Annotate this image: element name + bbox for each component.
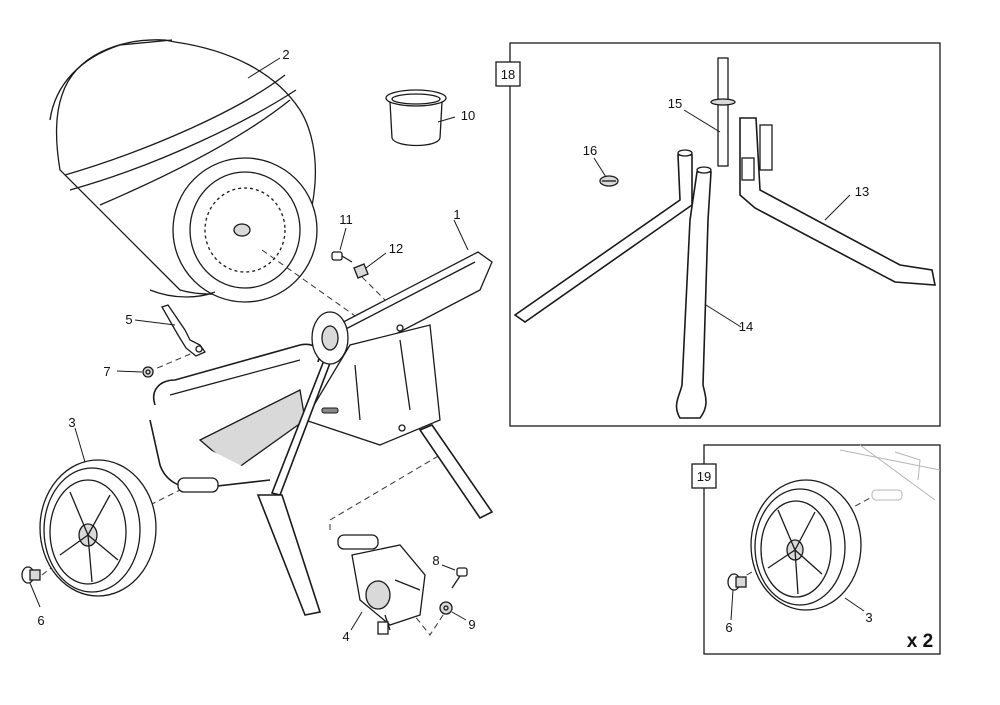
callout-12: 12 xyxy=(389,241,403,256)
bracket-part xyxy=(161,304,206,357)
callout-3-wheel-kit: 3 xyxy=(865,610,872,625)
stand-leg-center xyxy=(675,166,712,419)
callout-11: 11 xyxy=(339,212,353,227)
stand-kit-box xyxy=(509,42,941,427)
callout-6-wheel-kit: 6 xyxy=(725,620,732,635)
callout-9: 9 xyxy=(468,617,475,632)
wheel-kit-label-box xyxy=(691,463,717,489)
callout-10: 10 xyxy=(461,108,475,123)
stand-post-part xyxy=(710,57,736,167)
callout-1: 1 xyxy=(453,207,460,222)
wheel-kit-box xyxy=(703,444,941,655)
stand-kit-label-box xyxy=(495,61,521,87)
drum-part xyxy=(49,39,318,303)
callout-16: 16 xyxy=(583,143,597,158)
cup-part xyxy=(385,89,447,147)
wheel-part xyxy=(39,459,157,597)
wheel-kit-multiplier: x 2 xyxy=(907,631,933,652)
callout-2: 2 xyxy=(282,47,289,62)
callout-3: 3 xyxy=(68,415,75,430)
clip-part-12 xyxy=(353,263,369,279)
callout-15: 15 xyxy=(668,96,682,111)
callout-5: 5 xyxy=(125,312,132,327)
nut-part-9 xyxy=(439,601,453,615)
stand-leg-left xyxy=(513,149,693,323)
wheel-kit-hubcap xyxy=(727,573,747,591)
callout-14: 14 xyxy=(739,319,753,334)
stand-leg-right xyxy=(739,117,936,286)
bolt-part-8 xyxy=(451,567,468,589)
bolt-part-11 xyxy=(331,251,353,263)
callout-6: 6 xyxy=(37,613,44,628)
frame-part xyxy=(149,251,494,616)
gearbox-part xyxy=(337,534,426,635)
wheel-kit-label: 19 xyxy=(697,469,711,484)
hubcap-part xyxy=(21,566,41,584)
callout-7: 7 xyxy=(103,364,110,379)
stand-kit-label: 18 xyxy=(501,67,515,82)
stand-clip-part xyxy=(599,175,619,187)
wheel-kit-frame-ghost xyxy=(839,444,941,501)
wheel-kit-wheel xyxy=(750,479,862,611)
callout-8: 8 xyxy=(432,553,439,568)
nut-part-7 xyxy=(142,366,154,378)
callout-13: 13 xyxy=(855,184,869,199)
callout-4: 4 xyxy=(342,629,349,644)
callout-leaders xyxy=(29,57,865,631)
callout-labels: 1 2 3 4 5 6 7 8 9 10 11 12 13 14 15 16 3… xyxy=(37,47,872,644)
